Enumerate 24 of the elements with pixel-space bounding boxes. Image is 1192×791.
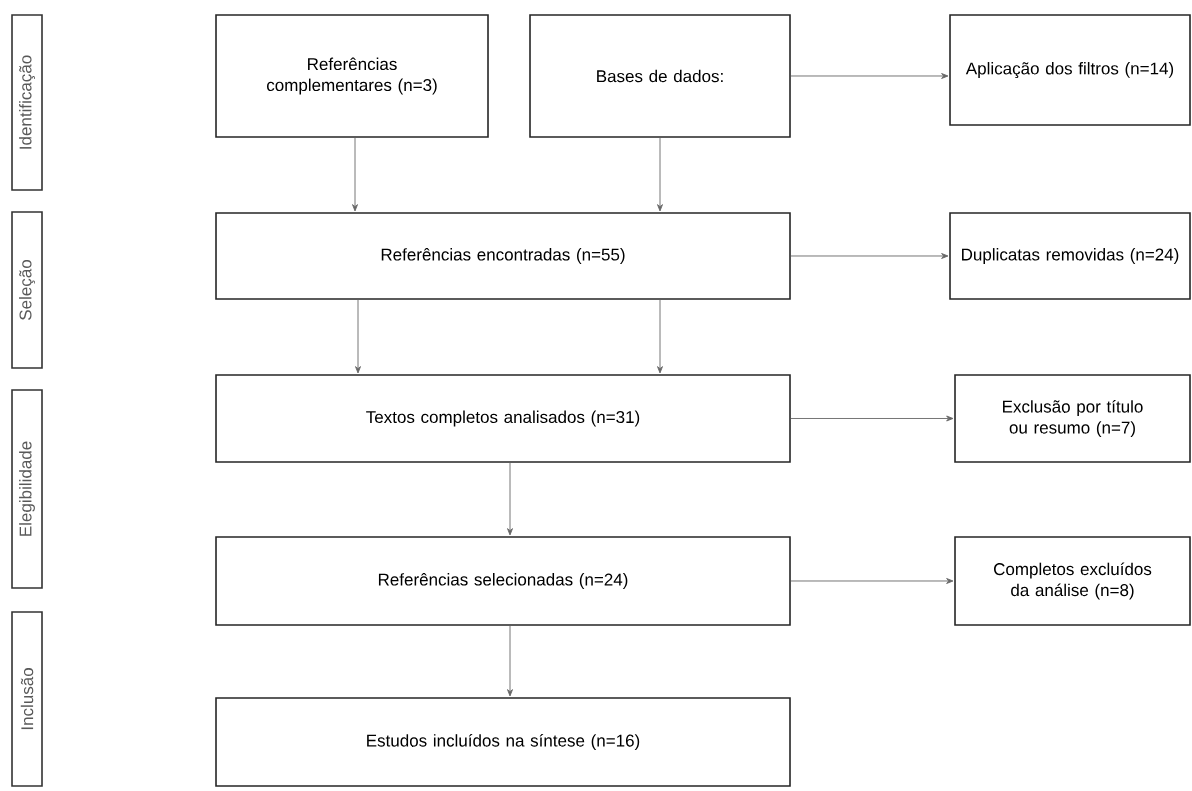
arrow <box>657 137 663 212</box>
stage-band: Inclusão <box>11 611 43 787</box>
arrow <box>355 299 361 374</box>
stage-band: Identificação <box>11 14 43 191</box>
process-box: Exclusão por título ou resumo (n=7) <box>954 374 1191 463</box>
process-box: Referências complementares (n=3) <box>215 14 489 138</box>
stage-band: Seleção <box>11 211 43 369</box>
arrow <box>352 137 358 212</box>
arrow <box>657 299 663 374</box>
process-box: Referências selecionadas (n=24) <box>215 536 791 626</box>
arrow <box>790 73 949 79</box>
process-box: Bases de dados: <box>529 14 791 138</box>
process-box: Referências encontradas (n=55) <box>215 212 791 300</box>
arrow <box>790 578 954 584</box>
arrow <box>790 415 954 422</box>
process-box: Completos excluídos da análise (n=8) <box>954 536 1191 626</box>
process-box: Estudos incluídos na síntese (n=16) <box>215 697 791 787</box>
arrow <box>507 462 513 536</box>
stage-band: Elegibilidade <box>11 389 43 589</box>
process-box: Duplicatas removidas (n=24) <box>949 212 1191 300</box>
process-box: Aplicação dos filtros (n=14) <box>949 14 1191 126</box>
process-box: Textos completos analisados (n=31) <box>215 374 791 463</box>
arrow <box>790 253 949 259</box>
arrow <box>507 625 513 697</box>
